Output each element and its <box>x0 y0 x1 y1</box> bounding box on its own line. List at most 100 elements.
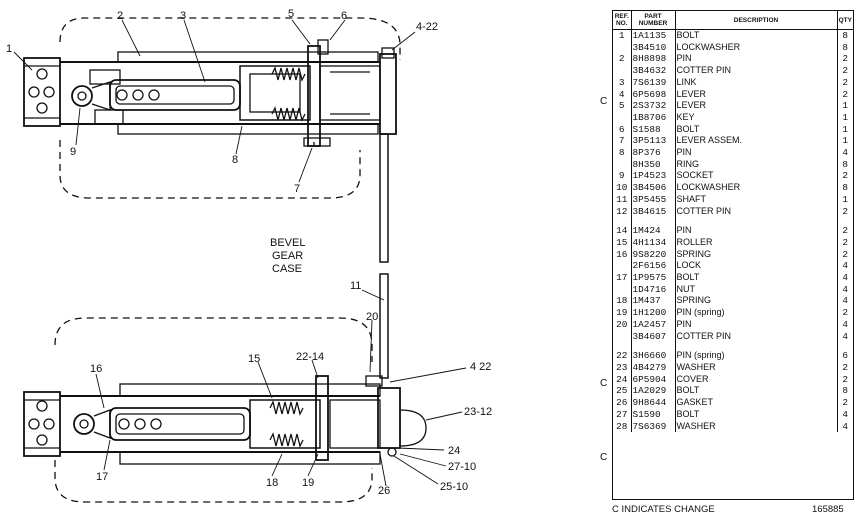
description-cell: COTTER PIN <box>675 330 838 343</box>
parts-header-row: REF. NO. PART NUMBER DESCRIPTION QTY <box>613 11 853 30</box>
ref-cell: 6 <box>613 123 632 136</box>
description-cell: LOCKWASHER <box>675 41 838 54</box>
ref-cell: 19 <box>613 307 632 319</box>
qty-cell: 8 <box>842 182 849 194</box>
gap-cell <box>631 217 676 226</box>
description-cell: RING <box>675 158 838 171</box>
part-number-cell: 8P376 <box>631 147 676 159</box>
ref-cell: 26 <box>613 397 632 409</box>
description-cell: COVER <box>675 373 838 386</box>
part-number-cell: 1A2457 <box>631 318 676 331</box>
qty-cell: 2 <box>842 88 849 100</box>
parts-gap-row <box>613 217 853 226</box>
ref-cell: 23 <box>613 361 632 374</box>
qty-cell: 2 <box>842 53 849 65</box>
part-number-cell: 6P5904 <box>631 373 676 386</box>
callout-5: 5 <box>288 8 294 20</box>
gap-cell <box>837 342 853 350</box>
description-cell: LEVER <box>675 100 838 112</box>
ref-cell <box>613 65 632 77</box>
callout-3: 3 <box>180 10 186 22</box>
ref-cell <box>613 260 632 273</box>
callout-17: 17 <box>96 471 108 483</box>
ref-cell: 15 <box>613 236 632 249</box>
upper-linkage-assembly <box>23 17 401 263</box>
callout-7: 7 <box>294 183 300 195</box>
ref-cell <box>613 158 632 171</box>
callout-20: 20 <box>366 311 378 323</box>
part-number-cell: 3B4615 <box>631 205 676 218</box>
description-cell: SHAFT <box>675 193 838 206</box>
ref-cell: 11 <box>613 193 632 206</box>
part-number-cell: S1590 <box>631 408 676 421</box>
callout-15: 15 <box>248 353 260 365</box>
part-number-cell: 4B4279 <box>631 361 676 374</box>
parts-gap-row <box>613 342 853 351</box>
description-cell: GASKET <box>675 397 838 409</box>
ref-cell: 12 <box>613 205 632 218</box>
qty-cell: 2 <box>842 225 849 237</box>
qty-cell: 1 <box>842 100 849 112</box>
ref-cell: 1 <box>613 29 632 42</box>
qty-cell: 1 <box>842 111 849 123</box>
ref-cell: 16 <box>613 248 632 261</box>
ref-cell: 20 <box>613 318 632 331</box>
gap-cell <box>675 342 838 351</box>
part-number-cell: 1A1135 <box>631 29 676 42</box>
qty-cell: 2 <box>842 236 849 248</box>
description-cell: PIN <box>675 147 838 159</box>
part-number-cell: 1P9575 <box>631 272 676 284</box>
description-cell: PIN (spring) <box>675 307 838 319</box>
description-cell: LEVER <box>675 88 838 101</box>
description-cell: WASHER <box>675 420 838 433</box>
description-cell: PIN <box>675 53 838 66</box>
qty-cell: 2 <box>842 307 849 319</box>
ref-cell: 2 <box>613 53 632 66</box>
ref-cell: 17 <box>613 272 632 284</box>
part-number-cell: 1P4523 <box>631 170 676 183</box>
callout-26: 26 <box>378 485 390 497</box>
gap-cell <box>631 342 676 351</box>
illustration-code: 165885 <box>812 504 844 515</box>
header-ref: REF. NO. <box>613 11 632 30</box>
qty-cell: 4 <box>842 147 849 159</box>
part-number-cell: 7S6369 <box>631 420 676 433</box>
description-cell: COTTER PIN <box>675 205 838 218</box>
qty-cell: 1 <box>842 193 849 205</box>
qty-cell: 6 <box>842 350 849 362</box>
leader-lines <box>13 19 467 487</box>
gap-cell <box>613 217 632 226</box>
part-number-cell: 1D4716 <box>631 283 676 296</box>
description-cell: PIN (spring) <box>675 350 838 362</box>
description-cell: SPRING <box>675 295 838 308</box>
description-cell: WASHER <box>675 361 838 374</box>
description-cell: BOLT <box>675 29 838 42</box>
part-number-cell: 3B4607 <box>631 330 676 343</box>
ref-cell: 10 <box>613 182 632 194</box>
part-number-cell: 7S6139 <box>631 76 676 89</box>
qty-cell: 4 <box>842 295 849 307</box>
qty-cell: 4 <box>842 318 849 330</box>
ref-cell: 22 <box>613 350 632 362</box>
callout-27-10: 27-10 <box>448 461 476 473</box>
qty-cell: 8 <box>842 30 849 41</box>
qty-cell: 2 <box>842 65 849 77</box>
part-number-cell: 3B4506 <box>631 182 676 194</box>
